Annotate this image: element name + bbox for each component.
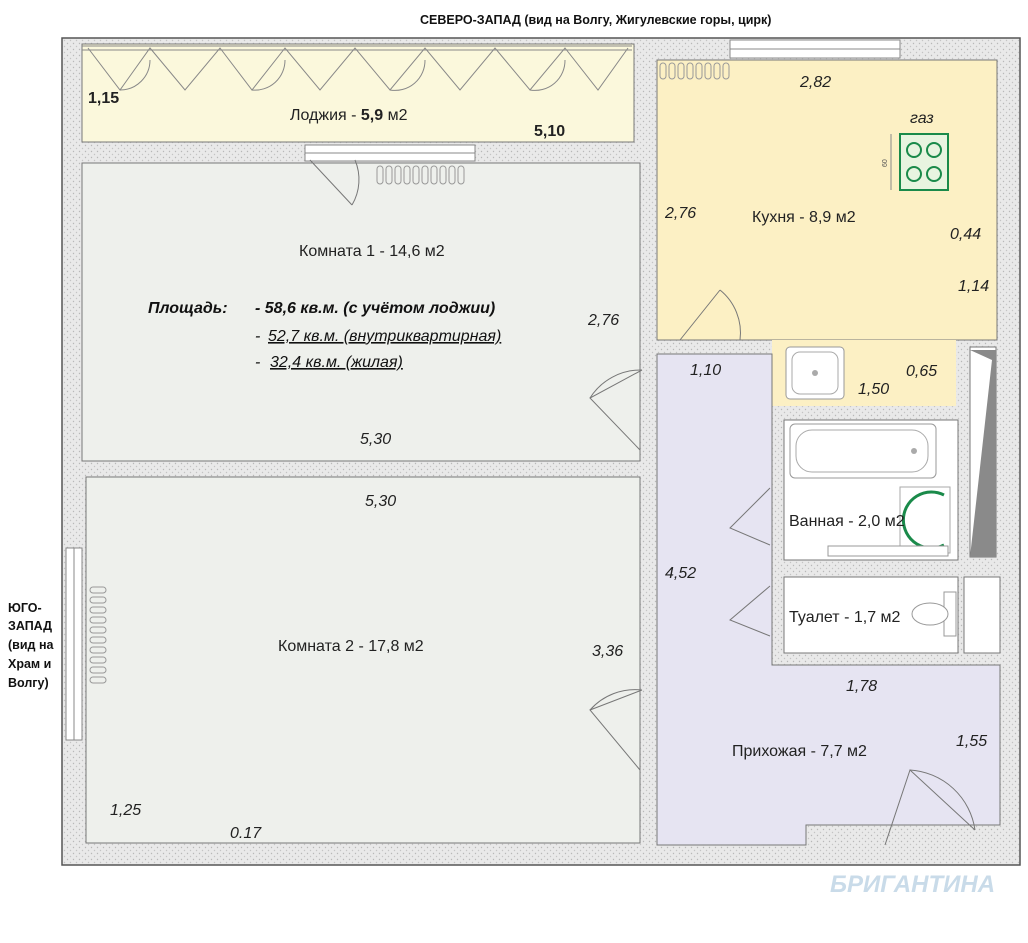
northwest-label: СЕВЕРО-ЗАПАД (вид на Волгу, Жигулевские … [420,13,771,27]
loggia-windows [82,45,632,91]
room1-label: Комната 1 - 14,6 м2 [299,243,445,260]
dim-loggia-length: 5,10 [534,123,565,140]
shaft-shading [970,350,996,557]
toilet-label: Туалет - 1,7 м2 [789,609,901,626]
radiator-kitchen [659,62,730,80]
dim-hallway-right: 1,55 [956,733,987,750]
kitchen-label: Кухня - 8,9 м2 [752,209,856,226]
hallway-label: Прихожая - 7,7 м2 [732,743,867,760]
southwest-label: ЮГО- ЗАПАД (вид на Храм и Волгу) [8,601,54,690]
room1-floor [81,162,641,462]
dim-room2-top: 5,30 [365,493,396,510]
washing-machine [827,545,949,557]
dim-kitchen-top: 2,82 [799,74,831,91]
dim-room2-bottom-left: 1,25 [110,802,141,819]
svg-text:ЗАПАД: ЗАПАД [8,619,52,633]
gas-stove-icon [890,133,949,191]
toilet-bowl [911,591,957,637]
svg-text:(вид на: (вид на [8,638,54,652]
stove-width-label: 60 [882,159,889,167]
storage-niche [963,576,1001,654]
loggia-label: Лоджия - 5,9 м2 [290,107,408,124]
loggia-floor [81,43,635,143]
dim-kitchen-right-a: 0,44 [950,226,981,243]
dim-room1-bottom: 5,30 [360,431,391,448]
room2-label: Комната 2 - 17,8 м2 [278,638,424,655]
gas-label: газ [910,110,934,127]
bathroom-label: Ванная - 2,0 м2 [789,513,905,530]
area-inner: 52,7 кв.м. (внутриквартирная) [268,328,501,345]
dim-room2-right: 3,36 [592,643,623,660]
svg-text:ЮГО-: ЮГО- [8,601,42,615]
dim-kitchen-left: 2,76 [664,205,696,222]
dim-kitchen-bottom-a: 1,50 [858,381,889,398]
dim-corridor-top: 1,10 [690,362,721,379]
svg-text:Храм и: Храм и [8,657,51,671]
dim-loggia-depth: 1,15 [88,90,119,107]
hallway-floor [656,353,1001,846]
bathtub [789,423,937,479]
kitchen-sink [785,346,845,400]
room2-floor [85,476,641,844]
dim-kitchen-right-b: 1,14 [958,278,989,295]
svg-text:Волгу): Волгу) [8,676,49,690]
brand-watermark: БРИГАНТИНА [830,871,995,898]
area-label: Площадь: [148,300,228,317]
dim-room2-bottom-notch: 0.17 [230,825,262,842]
dim-corridor-left: 4,52 [665,565,696,582]
dim-hallway-top: 1,78 [846,678,877,695]
radiator-room2 [89,586,107,684]
kitchen-floor [656,59,998,341]
area-inner-dash: - [255,328,260,345]
radiator-room1 [376,165,465,185]
dim-room1-right: 2,76 [587,312,619,329]
bathroom-sink [899,486,951,554]
area-living-dash: - [255,354,260,371]
area-living: 32,4 кв.м. (жилая) [270,354,403,371]
dim-kitchen-bottom-b: 0,65 [906,363,937,380]
area-total: - 58,6 кв.м. (с учётом лоджии) [255,300,495,317]
doors [309,159,976,846]
